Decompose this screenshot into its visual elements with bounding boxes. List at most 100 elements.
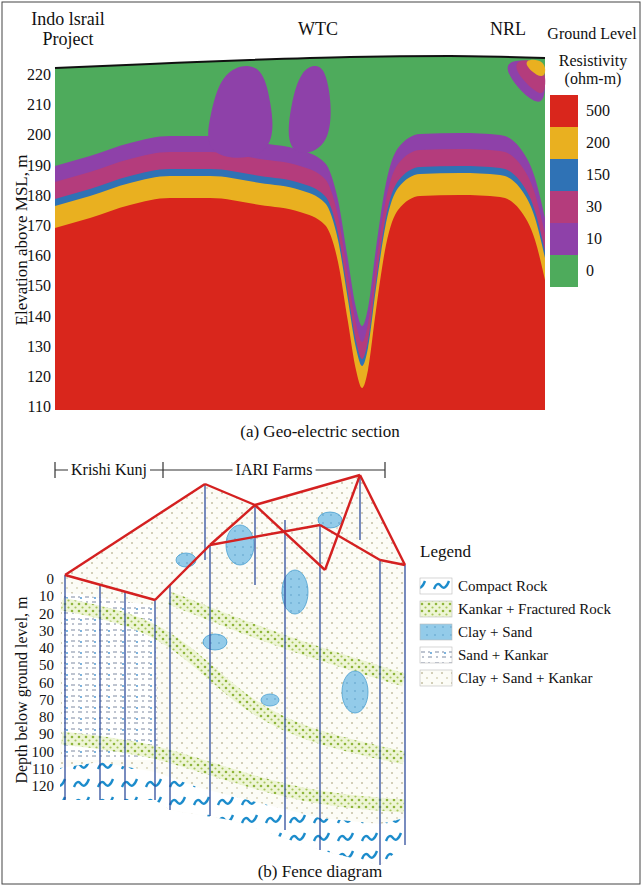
axis-tick-label: 100 <box>32 743 55 760</box>
clay-sand-lens <box>176 553 196 567</box>
clay-sand-lens <box>261 694 279 706</box>
resistivity-layer <box>55 195 545 410</box>
borehole-line <box>359 475 360 540</box>
compact-rock-zone <box>60 762 405 865</box>
legend-text: Compact Rock <box>458 578 548 595</box>
fence-diagram <box>60 475 405 865</box>
legend-sample <box>420 601 452 617</box>
borehole-line <box>284 520 285 830</box>
legend-text: Clay + Sand <box>458 624 532 641</box>
surface-edge <box>65 575 155 600</box>
legend-text: 500 <box>586 102 610 120</box>
surface-edge <box>210 525 320 545</box>
axis-tick-label: 50 <box>39 657 54 674</box>
site-label: Resistivity (ohm-m) <box>547 52 639 87</box>
legend-sample-box <box>420 624 452 640</box>
resistivity-layer <box>55 133 545 410</box>
site-label: Krishi Kunj <box>68 461 150 479</box>
site-label: Legend <box>420 543 471 562</box>
resistivity-swatch <box>550 191 578 223</box>
resistivity-pocket <box>516 60 545 93</box>
borehole-line <box>154 600 155 800</box>
axis-tick-label: 110 <box>32 761 54 778</box>
clay-sand-lens <box>282 570 308 614</box>
borehole-line <box>319 525 320 850</box>
clay-sand-lens <box>203 634 227 650</box>
resistivity-layer <box>55 166 545 410</box>
axis-tick-label: 180 <box>27 187 51 205</box>
surface-edge <box>65 484 205 575</box>
axis-tick-label: 20 <box>39 605 54 622</box>
sky-mask <box>55 50 545 68</box>
borehole-line <box>254 505 255 585</box>
axis-title: Elevation above MSL, m <box>13 155 32 326</box>
legend-text: 10 <box>586 230 602 248</box>
axis-tick-label: 200 <box>27 127 51 145</box>
resistivity-swatch <box>550 255 578 287</box>
resistivity-layer <box>55 149 545 410</box>
surface-edge <box>255 505 325 570</box>
legend-sample-box <box>420 601 452 617</box>
site-bracket <box>55 462 385 478</box>
surface-edge <box>205 484 255 505</box>
ground-level-line <box>55 56 545 68</box>
site-label: Indo lsrail Project <box>14 10 122 50</box>
resistivity-swatch <box>550 223 578 255</box>
axis-tick-label: 220 <box>27 66 51 84</box>
axis-tick-label: 40 <box>39 640 54 657</box>
borehole-line <box>99 585 100 800</box>
axis-tick-label: 70 <box>39 692 54 709</box>
surface-edge <box>380 560 405 565</box>
axis-tick-label: 110 <box>28 398 51 416</box>
axis-tick-label: 140 <box>27 308 51 326</box>
axis-tick-label: 210 <box>27 96 51 114</box>
legend-sample <box>420 647 452 663</box>
legend-sample-box <box>420 670 452 686</box>
axis-tick-label: 130 <box>27 338 51 356</box>
borehole-line <box>209 545 210 816</box>
panel-caption: (a) Geo-electric section <box>240 423 400 442</box>
legend-sample <box>420 624 452 640</box>
borehole-line <box>169 585 170 810</box>
borehole-line <box>64 575 65 800</box>
borehole-line <box>124 592 125 800</box>
clay-sand-lens <box>226 525 254 565</box>
bracket-tick <box>54 462 55 478</box>
site-label: NRL <box>490 20 526 40</box>
clay-sand-lens <box>342 671 368 713</box>
legend-sample-box <box>420 647 452 663</box>
axis-tick-label: 0 <box>47 571 55 588</box>
bracket-tick <box>384 462 385 478</box>
resistivity-swatch <box>550 127 578 159</box>
axis-tick-label: 120 <box>27 368 51 386</box>
surface-edge <box>325 475 360 570</box>
legend-text: 0 <box>586 262 594 280</box>
axis-tick-label: 10 <box>39 588 54 605</box>
axis-tick-label: 80 <box>39 709 54 726</box>
legend-sample-box <box>420 578 452 594</box>
legend-text: 150 <box>586 166 610 184</box>
legend-text: Sand + Kankar <box>458 647 548 664</box>
kankar-fractured-band <box>170 598 404 680</box>
resistivity-pocket <box>527 60 546 76</box>
site-label: IARI Farms <box>233 461 316 479</box>
resistivity-pocket <box>508 60 545 101</box>
resistivity-layer <box>55 173 545 410</box>
axis-tick-label: 120 <box>32 778 55 795</box>
resistivity-pocket <box>289 66 331 153</box>
surface-edge <box>255 475 360 505</box>
axis-tick-label: 150 <box>27 278 51 296</box>
axis-tick-label: 190 <box>27 157 51 175</box>
axis-tick-label: 60 <box>39 674 54 691</box>
surface-edge <box>155 545 210 600</box>
clay-sand-kankar-zone <box>60 475 405 865</box>
axis-tick-label: 160 <box>27 247 51 265</box>
resistivity-pocket <box>208 66 272 158</box>
legend-sample <box>420 578 452 594</box>
legend-text: 200 <box>586 134 610 152</box>
panel-caption: (b) Fence diagram <box>258 863 383 882</box>
site-label: Ground Level <box>547 25 636 43</box>
